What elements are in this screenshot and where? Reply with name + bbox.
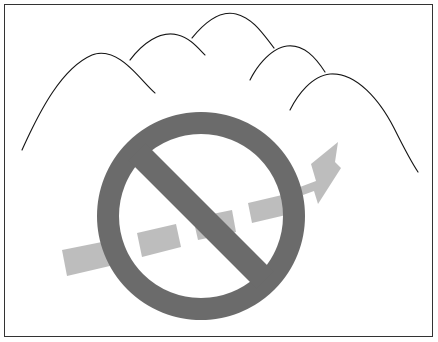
diagram-border (5, 5, 433, 337)
